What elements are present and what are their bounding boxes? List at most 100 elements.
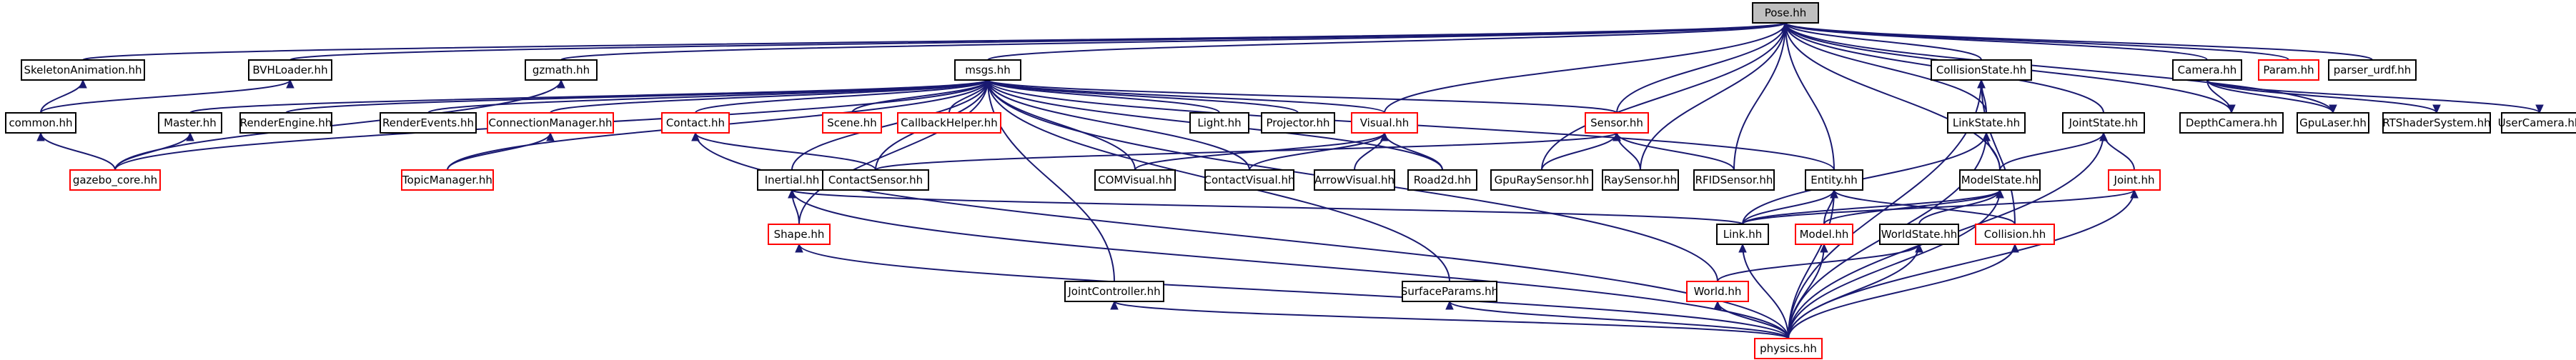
- node-box: [2382, 112, 2491, 134]
- node-arrowvisual[interactable]: ArrowVisual.hh: [1314, 169, 1395, 191]
- node-rfid[interactable]: RFIDSensor.hh: [1693, 169, 1775, 191]
- node-master[interactable]: Master.hh: [158, 112, 222, 134]
- node-label: Scene.hh: [827, 116, 877, 129]
- edge-line: [1541, 22, 1786, 171]
- node-jointstate[interactable]: JointState.hh: [2062, 112, 2145, 134]
- node-box: [1693, 169, 1775, 191]
- node-urdf[interactable]: parser_urdf.hh: [2328, 59, 2417, 81]
- node-revents[interactable]: RenderEvents.hh: [380, 112, 477, 134]
- node-skel[interactable]: SkeletonAnimation.hh: [21, 59, 145, 81]
- node-camera[interactable]: Camera.hh: [2172, 59, 2242, 81]
- node-label: Pose.hh: [1765, 6, 1807, 19]
- edge-line: [798, 79, 989, 225]
- node-link[interactable]: Link.hh: [1716, 224, 1769, 245]
- node-common[interactable]: common.hh: [5, 112, 76, 134]
- node-render[interactable]: RenderEngine.hh: [239, 112, 332, 134]
- node-label: JointController.hh: [1067, 285, 1160, 298]
- node-shape[interactable]: Shape.hh: [768, 224, 831, 245]
- node-sensor[interactable]: Sensor.hh: [1585, 112, 1649, 134]
- node-modelstate[interactable]: ModelState.hh: [1959, 169, 2041, 191]
- node-pose[interactable]: Pose.hh: [1752, 2, 1819, 24]
- node-worldstate[interactable]: WorldState.hh: [1879, 224, 1959, 245]
- node-label: msgs.hh: [965, 64, 1011, 76]
- node-projector[interactable]: Projector.hh: [1261, 112, 1335, 134]
- node-world[interactable]: World.hh: [1686, 281, 1749, 302]
- node-box: [1716, 224, 1769, 245]
- node-label: Inertial.hh: [765, 174, 820, 186]
- edge-line: [1788, 189, 2135, 339]
- edge-physics-to-surface: [1445, 300, 1789, 339]
- node-label: physics.hh: [1760, 342, 1817, 355]
- node-label: COMVisual.hh: [1098, 174, 1172, 186]
- edge-line: [1785, 22, 2334, 114]
- node-label: RenderEngine.hh: [240, 116, 332, 129]
- node-msgs[interactable]: msgs.hh: [954, 59, 1021, 81]
- edge-msgs-to-pose: [987, 21, 1790, 61]
- edge-line: [1742, 189, 2135, 225]
- edge-line: [987, 79, 1220, 114]
- edge-arrowhead: [1380, 131, 1389, 141]
- node-inertial[interactable]: Inertial.hh: [757, 169, 827, 191]
- edge-line: [987, 79, 1618, 114]
- node-box: [822, 169, 929, 191]
- node-contactvisual[interactable]: ContactVisual.hh: [1204, 169, 1295, 191]
- node-physics[interactable]: physics.hh: [1754, 338, 1823, 359]
- edge-line: [791, 79, 989, 171]
- edge-line: [1384, 22, 1786, 114]
- node-label: Shape.hh: [774, 228, 825, 241]
- edge-line: [1717, 244, 1920, 282]
- node-label: WorldState.hh: [1881, 228, 1957, 241]
- edge-physics-to-shape: [795, 243, 1789, 339]
- node-jointctrl[interactable]: JointController.hh: [1064, 281, 1164, 302]
- edge-gzmath-to-pose: [560, 21, 1790, 61]
- node-entity[interactable]: Entity.hh: [1805, 169, 1863, 191]
- edge-arrowhead: [186, 131, 194, 141]
- node-contact[interactable]: Contact.hh: [661, 112, 730, 134]
- node-box: [1602, 169, 1679, 191]
- edge-line: [427, 79, 989, 114]
- node-visual[interactable]: Visual.hh: [1351, 112, 1418, 134]
- node-callback[interactable]: CallbackHelper.hh: [897, 112, 1001, 134]
- node-road2d[interactable]: Road2d.hh: [1407, 169, 1477, 191]
- node-rtshader[interactable]: RTShaderSystem.hh: [2382, 112, 2491, 134]
- node-raysensor[interactable]: RaySensor.hh: [1602, 169, 1679, 191]
- node-label: Joint.hh: [2114, 174, 2155, 186]
- edge-line: [1541, 132, 1618, 171]
- node-box: [1959, 169, 2041, 191]
- node-label: JointState.hh: [2069, 116, 2139, 129]
- node-label: Master.hh: [164, 116, 217, 129]
- node-box: [1094, 169, 1176, 191]
- node-comvisual[interactable]: COMVisual.hh: [1094, 169, 1176, 191]
- node-joint[interactable]: Joint.hh: [2108, 169, 2161, 191]
- edge-line: [1742, 132, 1987, 225]
- node-light[interactable]: Light.hh: [1189, 112, 1249, 134]
- node-bvh[interactable]: BVHLoader.hh: [248, 59, 332, 81]
- node-contactsensor[interactable]: ContactSensor.hh: [822, 169, 929, 191]
- edge-line: [1785, 22, 1835, 171]
- edge-line: [2206, 79, 2334, 114]
- node-colstate[interactable]: CollisionState.hh: [1931, 59, 2032, 81]
- edge-common-to-bvh: [40, 79, 294, 114]
- node-box: [248, 59, 332, 81]
- edge-gzcore-to-common: [36, 131, 116, 171]
- edge-physics-to-jointctrl: [1110, 300, 1789, 339]
- node-connmgr[interactable]: ConnectionManager.hh: [487, 112, 614, 134]
- node-box: [401, 169, 494, 191]
- node-collision[interactable]: Collision.hh: [1975, 224, 2055, 245]
- edge-arrowhead: [984, 79, 992, 89]
- node-gpulaser[interactable]: GpuLaser.hh: [2297, 112, 2369, 134]
- node-scene[interactable]: Scene.hh: [822, 112, 882, 134]
- node-param[interactable]: Param.hh: [2258, 59, 2319, 81]
- node-gzmath[interactable]: gzmath.hh: [525, 59, 598, 81]
- node-linkstate[interactable]: LinkState.hh: [1947, 112, 2026, 134]
- node-depthcam[interactable]: DepthCamera.hh: [2179, 112, 2284, 134]
- edge-camera-to-rtshader: [2206, 79, 2441, 114]
- node-gzcore[interactable]: gazebo_core.hh: [69, 169, 161, 191]
- node-gpuray[interactable]: GpuRaySensor.hh: [1490, 169, 1593, 191]
- node-surface[interactable]: SurfaceParams.hh: [1401, 281, 1498, 302]
- node-usercam[interactable]: UserCamera.hh: [2498, 112, 2576, 134]
- node-topicmgr[interactable]: TopicManager.hh: [401, 169, 494, 191]
- node-box: [2258, 59, 2319, 81]
- node-model[interactable]: Model.hh: [1795, 224, 1853, 245]
- node-box: [1975, 224, 2055, 245]
